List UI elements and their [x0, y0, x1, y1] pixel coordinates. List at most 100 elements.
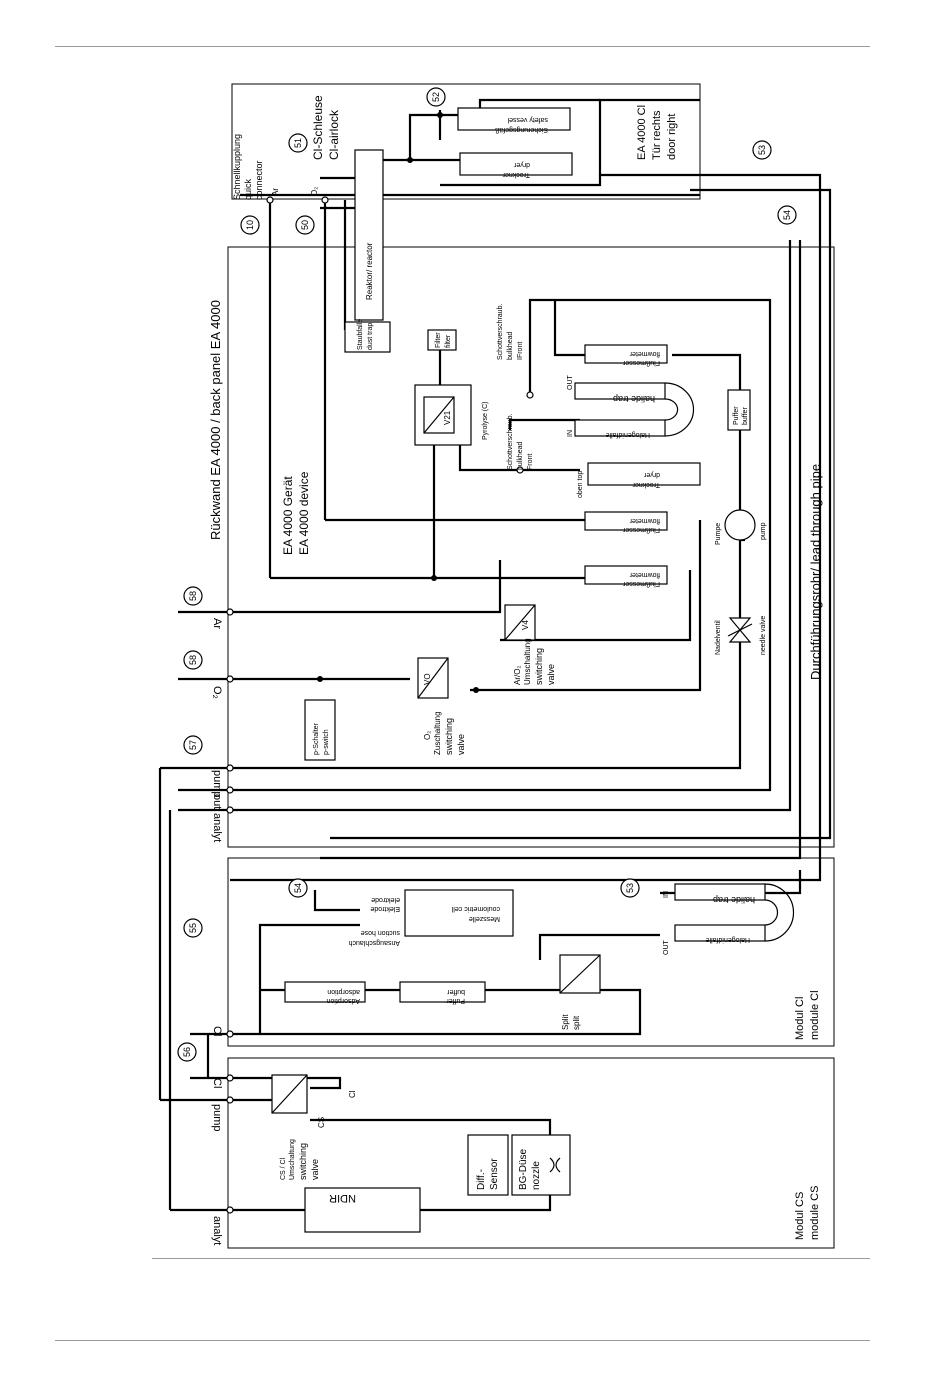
ref-56: 56	[182, 1047, 192, 1057]
ref-58a: 58	[188, 591, 198, 601]
port-labels: Ar O₂ pump out analyt Cl Cl pump analyt	[211, 618, 223, 1245]
ci-trap-top-arm	[674, 883, 766, 901]
port-rails	[158, 98, 832, 1212]
pswitch-2: p-switch	[323, 729, 330, 755]
dryer-2: dryer	[643, 471, 660, 478]
cs-valve-4: valve	[310, 1159, 320, 1180]
diff-sensor-1: Diff.-	[476, 1169, 487, 1190]
airlock-2: Cl-airlock	[327, 109, 341, 160]
back-panel-title: Rückwand EA 4000 / back panel EA 4000	[208, 300, 223, 540]
header-rule	[55, 46, 870, 47]
flowmeter-o2-box	[584, 511, 668, 531]
adsorption-1: Adsorption	[326, 997, 360, 1004]
buffer-2: buffer	[742, 407, 749, 425]
ci-trap-out: OUT	[663, 940, 670, 956]
nozzle-icon	[549, 1157, 561, 1173]
pswitch-1: p-Schalter	[313, 722, 320, 755]
ansaug-2: suction hose	[361, 929, 400, 936]
pyrolysis-label: Pyrolyse (C)	[482, 401, 489, 440]
component-labels: Reaktor/ reactor Staubfalle dust trap Fi…	[313, 116, 767, 755]
puffer-ci-2: buffer	[447, 988, 465, 995]
ref-52: 52	[431, 92, 441, 102]
cs-valve-2: Umschaltung	[289, 1139, 296, 1180]
port-ar-label: Ar	[211, 618, 223, 629]
split-2: split	[572, 1015, 581, 1030]
diff-sensor-box	[467, 1134, 509, 1196]
flowmeter-aro2-box	[584, 565, 668, 585]
v4-desc-1: Ar/O₂	[513, 665, 522, 685]
dust-trap-2: dust trap	[367, 323, 374, 350]
ansaug-1: Ansaugschlauch	[349, 939, 400, 946]
filter-1: Filter	[435, 332, 442, 348]
ref-57: 57	[188, 740, 198, 750]
big-labels: Rückwand EA 4000 / back panel EA 4000 EA…	[208, 95, 823, 1240]
messzelle-box	[404, 889, 514, 937]
adsorption-2: adsorption	[327, 988, 360, 995]
module-ci-de: Modul Cl	[794, 997, 806, 1040]
pump-icon	[724, 509, 756, 541]
valves	[271, 396, 756, 1114]
pump-label-1: Pumpe	[715, 523, 722, 545]
airlock-1: Cl-Schleuse	[311, 95, 325, 160]
module-cs-de: Modul CS	[794, 1192, 806, 1240]
port-pump2-label: pump	[211, 1104, 223, 1132]
device-title-de: EA 4000 Gerät	[281, 476, 295, 555]
ndir-label: NDIR	[329, 1192, 356, 1204]
vo-label: VO	[423, 673, 432, 685]
v4-label: V4	[521, 620, 530, 630]
cs-valve-1: CS / Cl	[280, 1157, 287, 1180]
lead-pipe-title: Durchführungsrohr/ lead through pipe	[808, 464, 823, 680]
door-label-1: EA 4000 Cl	[636, 105, 648, 160]
module-cs-labels: CS / Cl Umschaltung switching valve CS C…	[280, 1090, 561, 1204]
module-cs-en: module CS	[809, 1186, 821, 1240]
door-label-3: door right	[666, 114, 678, 160]
halide-trap-bottom-arm	[574, 419, 666, 437]
ref-53b: 53	[625, 883, 635, 893]
bulkhead2-1: Schottverschraub.	[497, 304, 504, 360]
bulkhead1-3: Front	[527, 454, 534, 470]
dryer-1: Trockner	[632, 481, 660, 488]
module-cs-frame	[227, 1057, 835, 1249]
device-frame	[227, 246, 835, 848]
cs-valve-3: switching	[298, 1143, 308, 1180]
needle-valve-1: Nadelventil	[715, 620, 722, 655]
port-o2-label: O₂	[211, 686, 223, 699]
v21-label: V21	[443, 410, 452, 425]
filter-box	[427, 329, 457, 351]
cs-tag: CS	[317, 1117, 326, 1128]
dryer-top-box	[459, 152, 573, 176]
halide-traps	[574, 382, 795, 942]
vo-desc-2: Zuschaltung	[433, 711, 442, 755]
bg-nozzle-2: nozzle	[531, 1161, 542, 1190]
quick-connector-1: Schnellkupplung	[232, 134, 242, 200]
puffer-ci-1: Puffer	[446, 997, 465, 1004]
ref-54: 54	[782, 210, 792, 220]
dust-trap-1: Staubfalle	[357, 319, 364, 350]
ndir-box	[304, 1187, 421, 1233]
quick-connector-3: connector	[254, 160, 264, 200]
dryer-top-2: dryer	[513, 161, 530, 168]
reactor-label: Reaktor/ reactor	[365, 242, 374, 300]
flow-o2-1: Flußmesser	[622, 526, 660, 533]
messzelle-2: coulometric cell	[451, 905, 500, 912]
vo-desc-1: O₂	[423, 731, 432, 740]
bulkhead2-3: IFront	[517, 342, 524, 360]
module-ci-labels: Elektrode elektrode Messzelle coulometri…	[326, 891, 755, 1030]
safety-vessel-2: safety vessel	[507, 116, 548, 123]
bulkhead1-1: Schottverschraub.	[507, 414, 514, 470]
adsorption-box	[284, 981, 366, 1003]
flow-o2-2: flowmeter	[629, 517, 660, 524]
dust-trap-box	[344, 321, 391, 353]
door-frame	[231, 83, 701, 200]
v4-desc-2: Umschaltung	[523, 638, 532, 685]
junction-dots	[226, 112, 534, 1214]
halide-trap-top-label: halide trap	[613, 394, 655, 404]
flow-aro2-1: Flußmesser	[622, 580, 660, 587]
elektrode-2: elektrode	[371, 896, 400, 903]
bg-nozzle-box	[511, 1134, 571, 1196]
ci-trap-bottom-arm	[674, 924, 766, 942]
port-analyt-label: analyt	[211, 813, 223, 842]
port-cl1-label: Cl	[211, 1026, 223, 1036]
figure-bottom-rule	[152, 1258, 870, 1259]
bg-nozzle-1: BG-Düse	[518, 1148, 529, 1190]
